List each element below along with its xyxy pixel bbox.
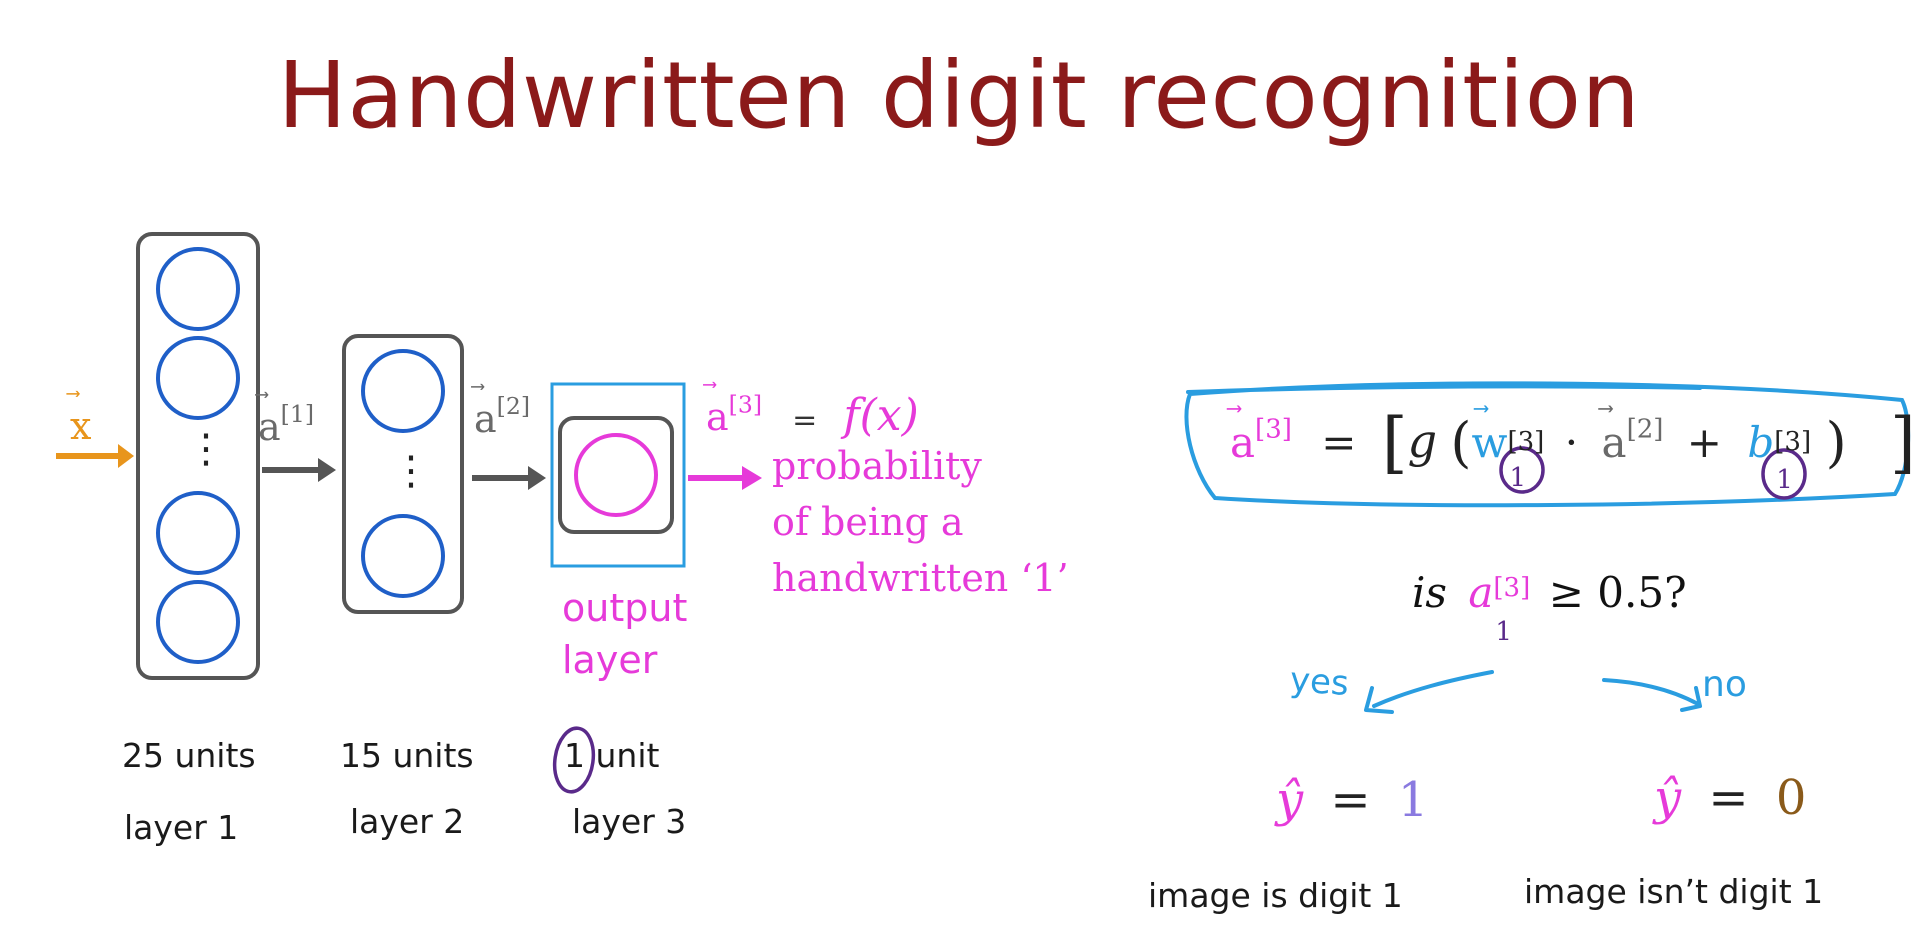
no-arrow: [1602, 678, 1702, 712]
output-arrow: [688, 466, 762, 490]
yhat-yes-result: ŷ = 1: [1276, 772, 1429, 828]
activation-a2-label: a[2]: [474, 380, 530, 441]
arrow-a1: [262, 458, 336, 482]
output-description-line3: handwritten ‘1’: [772, 556, 1069, 600]
circle-annotation-w-sub: [1499, 446, 1545, 494]
layer-2-ellipsis: ⋮: [391, 448, 431, 494]
layer-3-units-text: unit: [585, 736, 660, 775]
yes-caption: image is digit 1: [1148, 876, 1403, 915]
layer-3-box: [558, 416, 674, 534]
layer-2-units: 15 units: [340, 736, 474, 775]
input-arrow: [56, 444, 134, 468]
layer-2-name: layer 2: [350, 802, 465, 841]
input-x-label: x: [70, 387, 92, 448]
circle-annotation-b-sub: [1761, 448, 1807, 500]
yes-label: yes: [1288, 659, 1351, 705]
layer-1-neuron: [156, 336, 240, 420]
output-neuron: [574, 433, 658, 517]
layer-1-neuron: [156, 491, 240, 575]
layer-1-neuron: [156, 580, 240, 664]
formula-w: w: [1471, 400, 1507, 467]
no-caption: image isn’t digit 1: [1524, 872, 1824, 911]
layer-1-name: layer 1: [124, 808, 239, 847]
page-title: Handwritten digit recognition: [277, 42, 1641, 149]
layer-1-units: 25 units: [122, 736, 256, 775]
layer-2-neuron: [361, 349, 445, 433]
yes-arrow: [1364, 670, 1494, 714]
layer-2-box: [342, 334, 464, 614]
activation-a1-label: a[1]: [258, 388, 314, 449]
layer-1-ellipsis: ⋮: [186, 426, 226, 472]
formula-b: b: [1747, 418, 1775, 467]
yhat-no-result: ŷ = 0: [1654, 770, 1807, 826]
output-layer-highlight: [550, 382, 686, 568]
output-a3-equation: a[3] = f(x): [706, 378, 919, 441]
output-description: probability of being a handwritten ‘1’: [772, 438, 1069, 606]
output-layer-label-line2: layer: [562, 638, 658, 682]
output-layer-label-line1: output: [562, 586, 688, 630]
output-layer-label: output layer: [562, 582, 687, 686]
output-description-line2: of being a: [772, 500, 964, 544]
layer-1-box: [136, 232, 260, 680]
layer-1-neuron: [156, 247, 240, 331]
circle-annotation-1-unit: [552, 726, 596, 794]
formula-highlight-lasso: [1184, 381, 1911, 508]
output-formula: a[3] = [g (w[3]1 · a[2] + b[3]1 ) ]: [1230, 400, 1916, 495]
threshold-question: is a[3]1 ≥ 0.5?: [1412, 568, 1687, 647]
layer-3-units: 1 unit: [564, 736, 659, 775]
layer-2-neuron: [361, 514, 445, 598]
arrow-a2: [472, 466, 546, 490]
layer-3-units-number: 1: [564, 736, 585, 775]
output-description-line1: probability: [772, 444, 982, 488]
no-label: no: [1702, 664, 1747, 705]
formula-a3: a: [1230, 400, 1255, 467]
layer-3-name: layer 3: [572, 802, 687, 841]
